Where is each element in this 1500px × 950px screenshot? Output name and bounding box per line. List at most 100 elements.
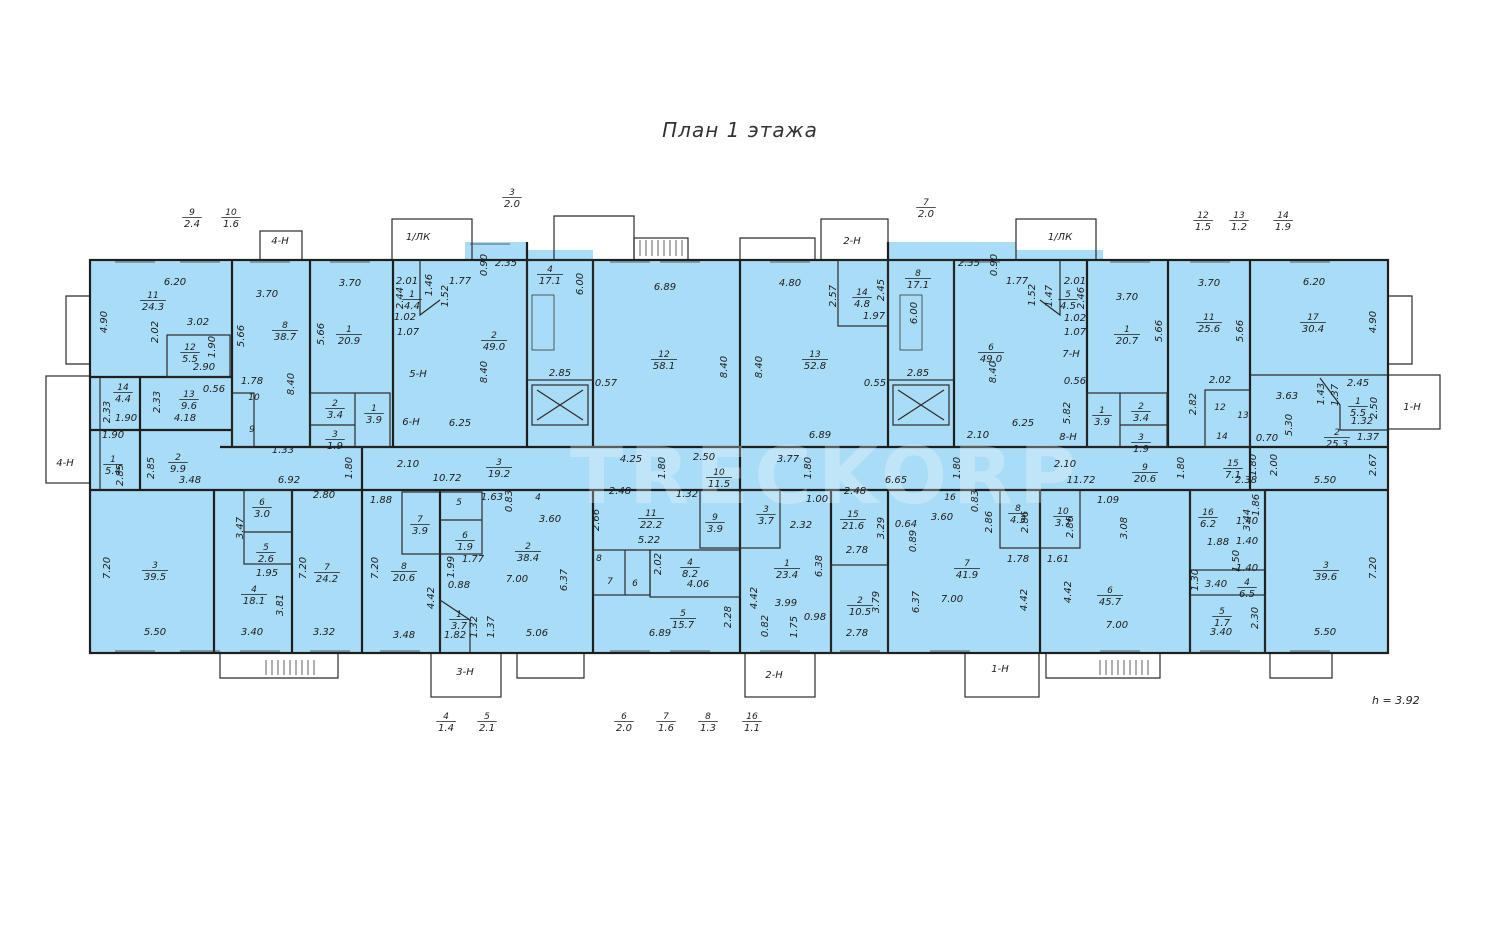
- dimension-label: 0.70: [1256, 433, 1278, 444]
- dimension-label: 2.02: [653, 553, 664, 575]
- room-area: 17.1: [907, 280, 929, 291]
- floor-height-note: h = 3.92: [1372, 694, 1420, 707]
- dimension-label: 2.82: [1188, 393, 1199, 415]
- dimension-label: 1.80: [344, 457, 355, 479]
- room-label: 33.7: [756, 505, 776, 527]
- dimension-label: 1.97: [863, 311, 886, 322]
- exterior-label: 81.3: [698, 712, 718, 734]
- room-area: 39.6: [1315, 572, 1337, 583]
- dimension-label: 1.82: [444, 630, 466, 641]
- exterior-label: 141.9: [1273, 211, 1293, 233]
- room-number: 4: [251, 585, 257, 595]
- dimension-label: 4.42: [749, 587, 760, 609]
- room-area: 4.4: [115, 394, 131, 405]
- dimension-label: 10.72: [433, 473, 462, 484]
- room-area: 9.6: [181, 401, 197, 412]
- dimension-label: 0.90: [989, 254, 1000, 276]
- dimension-label: 1.02: [1064, 313, 1086, 324]
- room-area: 24.2: [316, 574, 338, 585]
- room-number: 9: [712, 513, 718, 523]
- dimension-label: 5.50: [144, 627, 166, 638]
- room-area: 3.7: [451, 621, 468, 632]
- exterior-number: 8: [705, 712, 711, 722]
- dimension-label: 8.40: [479, 361, 490, 383]
- room-number: 8: [401, 562, 407, 572]
- dimension-label: 1.80: [803, 457, 814, 479]
- room-area: 4.4: [404, 301, 420, 312]
- room-number: 6: [462, 531, 468, 541]
- room-label: 14.4: [402, 290, 422, 312]
- exterior-area: 1.9: [1275, 222, 1291, 233]
- exterior-number: 14: [1277, 211, 1289, 221]
- exterior-area: 1.5: [1195, 222, 1211, 233]
- dimension-label: 1.07: [1064, 327, 1087, 338]
- room-label: 63.0: [252, 498, 272, 520]
- room-label: 339.6: [1313, 561, 1339, 583]
- dimension-label: 2.44: [395, 287, 406, 309]
- dimension-label: 2.85: [549, 368, 571, 379]
- dimension-label: 0.56: [1064, 376, 1086, 387]
- dimension-label: 6.38: [814, 555, 825, 577]
- dimension-label: 4.42: [426, 587, 437, 609]
- dimension-label: 3.60: [539, 514, 561, 525]
- dimension-label: 3.99: [775, 598, 797, 609]
- dimension-label: 1.32: [676, 489, 698, 500]
- walls: [88, 242, 1390, 655]
- exterior-label: 101.6: [221, 208, 241, 230]
- room-area: 6.2: [1200, 519, 1216, 530]
- exterior-area: 1.3: [700, 723, 716, 734]
- room-area: 18.1: [243, 596, 265, 607]
- room-number: 10: [1057, 507, 1069, 517]
- dimension-label: 2.10: [967, 430, 989, 441]
- dimension-label: 1.61: [1047, 554, 1069, 565]
- room-number: 1: [371, 404, 377, 414]
- dimension-label: 1.07: [397, 327, 420, 338]
- room-label: 6: [632, 579, 638, 589]
- room-number: 14: [117, 383, 129, 393]
- room-area: 3.9: [366, 415, 382, 426]
- room-number: 16: [1202, 508, 1214, 518]
- dimension-label: 2.80: [313, 490, 335, 501]
- dimension-label: 6.20: [164, 277, 186, 288]
- room-label: 120.9: [336, 325, 362, 347]
- dimension-label: 6.00: [909, 302, 920, 324]
- room-number: 7: [324, 563, 330, 573]
- room-label: 820.6: [391, 562, 417, 584]
- room-number: 10: [713, 468, 725, 478]
- dimension-label: 2.67: [1368, 453, 1379, 476]
- room-number: 11: [147, 291, 158, 301]
- exterior-number: 13: [1233, 211, 1245, 221]
- room-label: 23.4: [325, 399, 345, 421]
- room-number: 2: [525, 542, 531, 552]
- room-area: 1.9: [327, 441, 343, 452]
- unit-label: 4-Н: [56, 458, 74, 469]
- room-number: 5: [1219, 607, 1225, 617]
- dimension-label: 2.85: [146, 457, 157, 479]
- dimension-label: 2.57: [828, 284, 839, 307]
- dimension-label: 1.77: [449, 276, 472, 287]
- room-area: 3.4: [1133, 413, 1149, 424]
- dimension-label: 2.66: [591, 509, 602, 531]
- room-number: 8: [915, 269, 921, 279]
- exterior-label: 41.4: [436, 712, 456, 734]
- dimension-label: 3.32: [313, 627, 335, 638]
- dimension-label: 5.66: [1235, 320, 1246, 342]
- dimension-label: 1.80: [1176, 457, 1187, 479]
- room-label: 210.5: [847, 596, 873, 618]
- room-label: 417.1: [537, 265, 563, 287]
- room-number: 3: [152, 561, 158, 571]
- room-area: 19.2: [488, 469, 510, 480]
- room-label: 93.9: [705, 513, 725, 535]
- room-area: 17.1: [539, 276, 561, 287]
- exterior-number: 3: [509, 188, 515, 198]
- watermark: TRECKORP: [570, 432, 1082, 522]
- dimension-label: 1.80: [1248, 454, 1259, 476]
- room-number: 2: [332, 399, 338, 409]
- dimension-label: 2.35: [495, 258, 517, 269]
- dimension-label: 2.28: [723, 606, 734, 628]
- dimension-label: 3.40: [1210, 627, 1232, 638]
- unit-label: 2-Н: [843, 236, 861, 247]
- dimension-label: 1.78: [1007, 554, 1029, 565]
- dimension-label: 1.90: [102, 430, 124, 441]
